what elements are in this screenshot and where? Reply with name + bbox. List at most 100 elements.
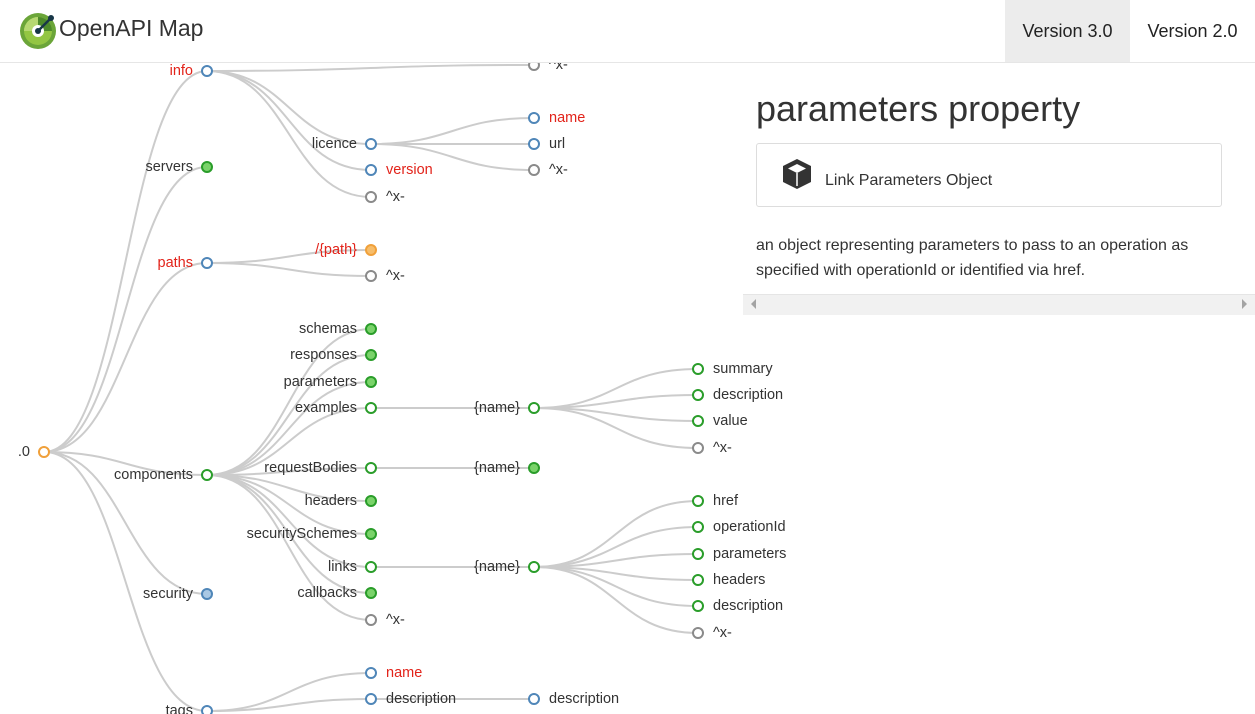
tree-node-licence-label[interactable]: licence <box>311 136 357 152</box>
tree-node-headers-label[interactable]: headers <box>304 493 357 509</box>
tree-node-comp-x-icon[interactable] <box>365 614 377 626</box>
tree-node-ex-description-icon[interactable] <box>692 389 704 401</box>
tree-node-tags-icon[interactable] <box>201 705 213 714</box>
tree-link-components-schemas <box>206 328 372 476</box>
tree-node-lic-url-icon[interactable] <box>528 138 540 150</box>
tree-node-paths-label[interactable]: paths <box>157 255 193 271</box>
tree-link-tags-tag-name <box>206 672 372 712</box>
tree-node-comp-x-label[interactable]: ^x- <box>386 612 405 628</box>
tree-node-lic-url-label[interactable]: url <box>549 136 566 152</box>
tree-node-parameters-icon[interactable] <box>365 376 377 388</box>
scroll-right-arrow-icon[interactable] <box>1242 299 1247 309</box>
tree-node-ex-summary-icon[interactable] <box>692 363 704 375</box>
tree-node-info-x2-label[interactable]: ^x- <box>386 189 405 205</box>
tree-node-tags-label[interactable]: tags <box>165 703 193 714</box>
tree-node-requestBodies-label[interactable]: requestBodies <box>264 460 357 476</box>
tree-node-path-x-label[interactable]: ^x- <box>386 268 405 284</box>
tree-node-lic-name-icon[interactable] <box>528 112 540 124</box>
tree-node-links-name-label[interactable]: {name} <box>474 559 520 575</box>
tree-node-ex-value-icon[interactable] <box>692 415 704 427</box>
tree-node-rb-name-icon[interactable] <box>528 462 540 474</box>
tree-node-security-icon[interactable] <box>201 588 213 600</box>
tree-node-path-path-label[interactable]: /{path} <box>315 242 357 258</box>
tree-node-security-label[interactable]: security <box>143 586 193 602</box>
tree-node-lic-name-label[interactable]: name <box>549 110 586 126</box>
tree-node-info-version-label[interactable]: version <box>386 162 433 178</box>
tree-node-info-x-icon[interactable] <box>528 63 540 71</box>
tree-node-tag-name-icon[interactable] <box>365 667 377 679</box>
tree-node-ln-headers-icon[interactable] <box>692 574 704 586</box>
tree-node-ex-name-icon[interactable] <box>528 402 540 414</box>
tree-node-components-icon[interactable] <box>201 469 213 481</box>
tree-node-info-icon[interactable] <box>201 65 213 77</box>
panel-horizontal-scrollbar[interactable] <box>743 294 1255 315</box>
tree-node-ex-description-label[interactable]: description <box>713 387 784 403</box>
tree-node-root-label[interactable]: .0 <box>17 444 30 460</box>
tree-node-ex-x-icon[interactable] <box>692 442 704 454</box>
tree-node-path-path-icon[interactable] <box>365 244 377 256</box>
panel-title: parameters property <box>756 88 1081 129</box>
tab-version-3[interactable]: Version 3.0 <box>1005 0 1130 62</box>
tree-link-components-requestBodies <box>206 467 372 476</box>
tree-node-requestBodies-icon[interactable] <box>365 462 377 474</box>
tree-node-lic-x-label[interactable]: ^x- <box>549 162 568 178</box>
tree-link-components-securitySchemes <box>206 474 372 535</box>
tree-node-ex-name-label[interactable]: {name} <box>474 400 520 416</box>
tree-node-tag-name-label[interactable]: name <box>386 665 423 681</box>
tree-node-responses-label[interactable]: responses <box>290 347 357 363</box>
tree-node-tag-description-icon[interactable] <box>365 693 377 705</box>
tree-node-root-icon[interactable] <box>38 446 50 458</box>
tree-link-links-name-ln-href <box>533 500 699 568</box>
tree-node-ln-href-icon[interactable] <box>692 495 704 507</box>
tree-node-info-x-label[interactable]: ^x- <box>549 63 568 73</box>
tree-link-paths-path-x <box>206 262 372 277</box>
tree-node-paths-icon[interactable] <box>201 257 213 269</box>
tab-version-2[interactable]: Version 2.0 <box>1147 21 1238 41</box>
tree-node-ln-parameters-label[interactable]: parameters <box>713 546 787 562</box>
tree-node-headers-icon[interactable] <box>365 495 377 507</box>
tree-node-securitySchemes-icon[interactable] <box>365 528 377 540</box>
tree-node-schemas-icon[interactable] <box>365 323 377 335</box>
tree-node-servers-label[interactable]: servers <box>145 159 193 175</box>
tree-node-lic-x-icon[interactable] <box>528 164 540 176</box>
tree-node-callbacks-icon[interactable] <box>365 587 377 599</box>
tree-node-ln-description-label[interactable]: description <box>713 598 784 614</box>
tree-node-links-icon[interactable] <box>365 561 377 573</box>
tree-node-ln-operationId-label[interactable]: operationId <box>713 519 786 535</box>
tree-node-ex-summary-label[interactable]: summary <box>713 361 773 377</box>
tree-node-examples-label[interactable]: examples <box>294 400 357 416</box>
tree-node-licence-icon[interactable] <box>365 138 377 150</box>
scroll-left-arrow-icon[interactable] <box>751 299 756 309</box>
tree-link-components-headers <box>206 474 372 502</box>
tree-node-links-label[interactable]: links <box>327 559 357 575</box>
tree-node-parameters-label[interactable]: parameters <box>283 374 357 390</box>
tree-node-ln-parameters-icon[interactable] <box>692 548 704 560</box>
tree-node-tag-description-label[interactable]: description <box>386 691 457 707</box>
tree-node-info-label[interactable]: info <box>169 63 193 79</box>
tree-node-info-version-icon[interactable] <box>365 164 377 176</box>
tree-node-servers-icon[interactable] <box>201 161 213 173</box>
tree-node-ln-x-label[interactable]: ^x- <box>713 625 732 641</box>
link-parameters-object-card[interactable]: Link Parameters Object <box>756 143 1222 207</box>
tree-node-callbacks-label[interactable]: callbacks <box>297 585 357 601</box>
tree-node-ln-x-icon[interactable] <box>692 627 704 639</box>
tree-node-ex-x-label[interactable]: ^x- <box>713 440 732 456</box>
tree-node-components-label[interactable]: components <box>114 467 193 483</box>
tree-node-ln-description-icon[interactable] <box>692 600 704 612</box>
tree-node-info-x2-icon[interactable] <box>365 191 377 203</box>
tree-node-path-x-icon[interactable] <box>365 270 377 282</box>
tree-node-ln-operationId-icon[interactable] <box>692 521 704 533</box>
tree-node-examples-icon[interactable] <box>365 402 377 414</box>
tree-node-ex-value-label[interactable]: value <box>713 413 748 429</box>
tree-node-ln-href-label[interactable]: href <box>713 493 738 509</box>
tree-node-responses-icon[interactable] <box>365 349 377 361</box>
tree-node-links-name-icon[interactable] <box>528 561 540 573</box>
tree-node-securitySchemes-label[interactable]: securitySchemes <box>246 526 357 542</box>
tree-node-tag-ext-description-label[interactable]: description <box>549 691 620 707</box>
tree-node-ln-headers-label[interactable]: headers <box>713 572 766 588</box>
tree-link-root-paths <box>43 262 208 453</box>
tree-node-schemas-label[interactable]: schemas <box>298 321 357 337</box>
tree-link-components-comp-x <box>206 474 372 621</box>
tree-node-tag-ext-description-icon[interactable] <box>528 693 540 705</box>
tree-node-rb-name-label[interactable]: {name} <box>474 460 520 476</box>
